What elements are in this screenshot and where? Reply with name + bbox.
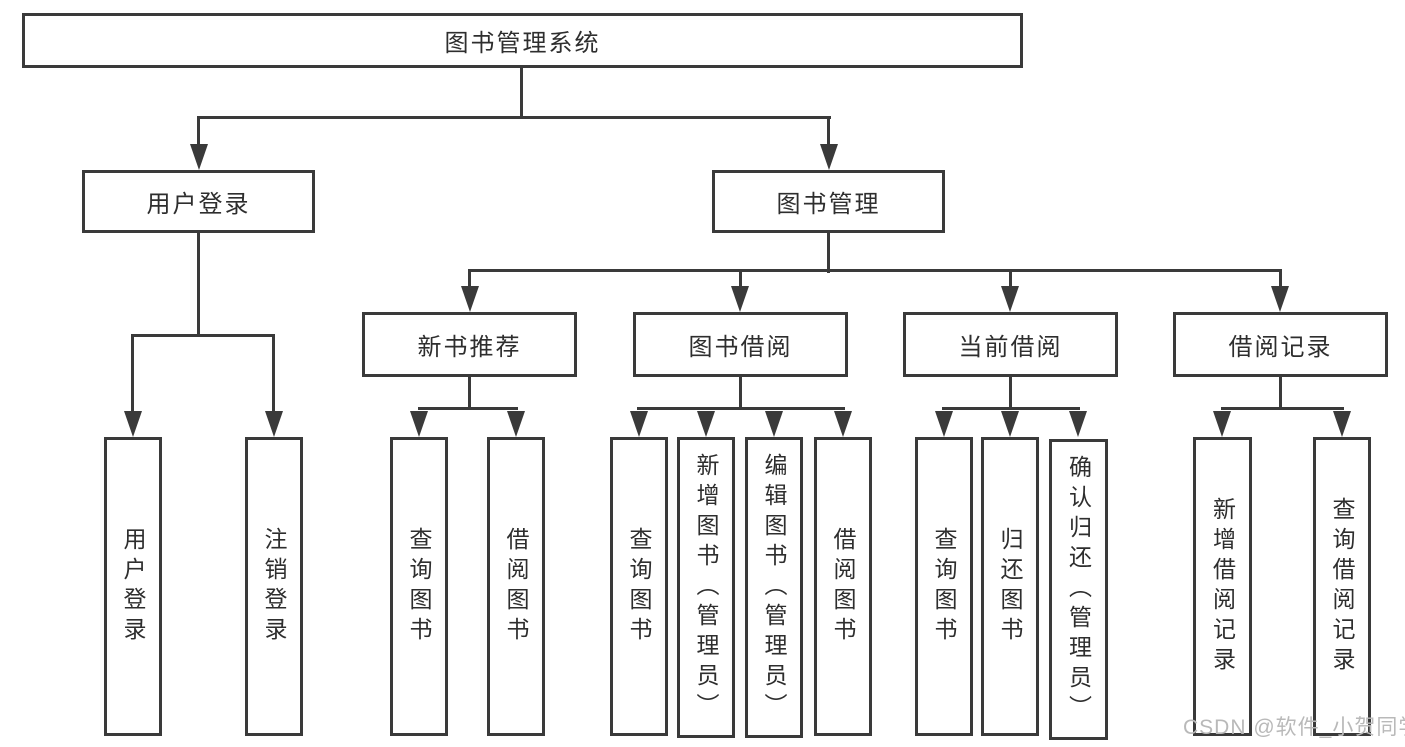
node-book-management: 图书管理 (712, 170, 945, 233)
leaf-edit-books-admin: 编辑图书（管理员） (745, 437, 803, 738)
connector-line (418, 407, 518, 410)
node-user-login: 用户登录 (82, 170, 315, 233)
arrowhead-icon (507, 411, 525, 437)
connector-line (1009, 269, 1012, 291)
arrowhead-icon (731, 286, 749, 312)
arrowhead-icon (1001, 411, 1019, 437)
node-current-borrowing: 当前借阅 (903, 312, 1118, 377)
arrowhead-icon (190, 144, 208, 170)
node-borrowing-records-label: 借阅记录 (1228, 334, 1333, 361)
leaf-query-books-current: 查询图书 (915, 437, 973, 736)
leaf-query-borrow-record: 查询借阅记录 (1313, 437, 1371, 736)
connector-line (197, 116, 831, 119)
node-library-system-label: 图书管理系统 (444, 30, 601, 57)
leaf-query-books-recommend: 查询图书 (390, 437, 448, 736)
leaf-query-books-current-label: 查询图书 (931, 526, 957, 647)
leaf-query-books-borrowing-label: 查询图书 (626, 526, 652, 647)
leaf-return-books: 归还图书 (981, 437, 1039, 736)
leaf-user-login: 用户登录 (104, 437, 162, 736)
leaf-edit-books-admin-label: 编辑图书（管理员） (761, 452, 787, 723)
node-book-borrowing: 图书借阅 (633, 312, 848, 377)
watermark: CSDN @软件_小贺同学 (1183, 716, 1405, 739)
leaf-borrow-books-recommend: 借阅图书 (487, 437, 545, 736)
connector-line (637, 407, 845, 410)
connector-line (827, 233, 830, 273)
leaf-query-books-recommend-label: 查询图书 (406, 526, 432, 647)
leaf-add-books-admin: 新增图书（管理员） (677, 437, 735, 738)
arrowhead-icon (935, 411, 953, 437)
connector-line (272, 334, 275, 412)
connector-line (1279, 269, 1282, 291)
arrowhead-icon (1271, 286, 1289, 312)
connector-line (131, 334, 134, 412)
node-book-borrowing-label: 图书借阅 (688, 334, 793, 361)
leaf-user-login-label: 用户登录 (120, 526, 146, 647)
leaf-query-books-borrowing: 查询图书 (610, 437, 668, 736)
leaf-confirm-return-admin-label: 确认归还（管理员） (1065, 454, 1092, 725)
arrowhead-icon (461, 286, 479, 312)
leaf-logout: 注销登录 (245, 437, 303, 736)
connector-line (520, 68, 523, 118)
leaf-borrow-books-recommend-label: 借阅图书 (503, 526, 529, 647)
connector-line (1221, 407, 1344, 410)
leaf-confirm-return-admin: 确认归还（管理员） (1049, 439, 1108, 740)
arrowhead-icon (765, 411, 783, 437)
leaf-query-borrow-record-label: 查询借阅记录 (1329, 496, 1355, 677)
arrowhead-icon (834, 411, 852, 437)
leaf-borrow-books-label: 借阅图书 (830, 526, 856, 647)
leaf-return-books-label: 归还图书 (997, 526, 1023, 647)
connector-line (1009, 377, 1012, 410)
connector-line (197, 116, 200, 146)
arrowhead-icon (630, 411, 648, 437)
node-new-book-recommend-label: 新书推荐 (417, 334, 522, 361)
arrowhead-icon (1001, 286, 1019, 312)
connector-line (739, 269, 742, 291)
arrowhead-icon (1213, 411, 1231, 437)
arrowhead-icon (124, 411, 142, 437)
leaf-borrow-books: 借阅图书 (814, 437, 872, 736)
arrowhead-icon (410, 411, 428, 437)
arrowhead-icon (1069, 411, 1087, 437)
node-borrowing-records: 借阅记录 (1173, 312, 1388, 377)
arrowhead-icon (265, 411, 283, 437)
node-new-book-recommend: 新书推荐 (362, 312, 577, 377)
node-book-management-label: 图书管理 (776, 191, 881, 218)
connector-line (739, 377, 742, 410)
node-library-system: 图书管理系统 (22, 13, 1023, 68)
connector-line (197, 233, 200, 337)
connector-line (131, 334, 275, 337)
node-user-login-label: 用户登录 (146, 191, 251, 218)
arrowhead-icon (1333, 411, 1351, 437)
node-current-borrowing-label: 当前借阅 (958, 334, 1063, 361)
arrowhead-icon (820, 144, 838, 170)
connector-line (468, 269, 471, 291)
connector-line (827, 116, 830, 146)
arrowhead-icon (697, 411, 715, 437)
connector-line (1279, 377, 1282, 410)
leaf-add-books-admin-label: 新增图书（管理员） (693, 452, 719, 723)
leaf-logout-label: 注销登录 (261, 526, 287, 647)
leaf-add-borrow-record: 新增借阅记录 (1193, 437, 1252, 736)
connector-line (468, 377, 471, 410)
leaf-add-borrow-record-label: 新增借阅记录 (1209, 496, 1236, 677)
connector-line (468, 269, 1281, 272)
connector-line (942, 407, 1080, 410)
